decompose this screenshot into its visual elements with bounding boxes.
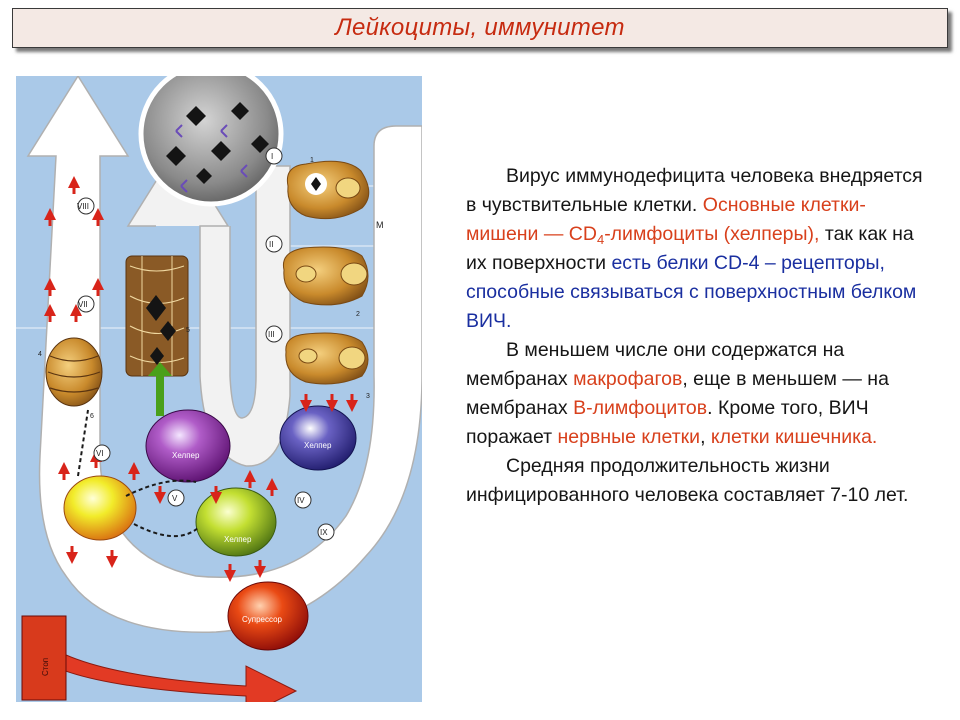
macrophage-cell-stage-1: М xyxy=(286,160,384,230)
helper-label-purple: Хелпер xyxy=(172,451,200,460)
svg-text:I: I xyxy=(271,152,273,161)
svg-text:II: II xyxy=(269,240,273,249)
stage-label-9: IX xyxy=(317,523,335,541)
helper-label-green: Хелпер xyxy=(224,535,252,544)
svg-text:2: 2 xyxy=(356,311,360,318)
stage-label-6: VI xyxy=(93,444,111,462)
infected-cell-column xyxy=(125,255,189,377)
svg-text:3: 3 xyxy=(366,393,370,400)
macrophage-cell-stage-3 xyxy=(285,332,369,385)
stage-label-2: II xyxy=(265,235,283,253)
macrophage-cell-stage-2 xyxy=(282,246,369,306)
svg-text:1: 1 xyxy=(310,157,314,164)
slide-title: Лейкоциты, иммунитет xyxy=(335,14,625,41)
stage-label-4: IV xyxy=(294,491,312,509)
stage-label-8: VIII xyxy=(77,197,95,215)
stop-label: Стоп xyxy=(41,658,50,676)
dotted-flow-arrows xyxy=(77,409,199,538)
stop-box: Стоп xyxy=(21,615,67,701)
svg-text:V: V xyxy=(172,494,178,503)
stage-numerals: I II III IV V VI VII VIII IX xyxy=(77,147,335,541)
suppressor-cell: Супрессор xyxy=(227,581,309,651)
paragraph-3: Средняя продолжительность жизни инфициро… xyxy=(466,455,909,506)
receptor-phrase: есть белки CD-4 – рецепторы, способные с… xyxy=(466,252,917,332)
svg-text:VII: VII xyxy=(78,300,88,309)
hiv-lifecycle-illustration: М Хелпер Хелпер xyxy=(16,76,422,702)
description-text: Вирус иммунодефицита человека внедряется… xyxy=(466,162,936,510)
virus-cluster xyxy=(138,76,284,207)
svg-text:4: 4 xyxy=(38,351,42,358)
slide-title-bar: Лейкоциты, иммунитет xyxy=(12,8,948,48)
svg-text:5: 5 xyxy=(186,327,190,334)
svg-text:IX: IX xyxy=(320,528,328,537)
stage-label-7: VII xyxy=(77,295,95,313)
paragraph-1: Вирус иммунодефицита человека внедряется… xyxy=(466,165,923,332)
helper-cell-green: Хелпер xyxy=(195,487,277,557)
stage-label-3: III xyxy=(265,325,283,343)
svg-text:VI: VI xyxy=(96,449,104,458)
yellow-cell xyxy=(63,475,137,541)
stage-label-1: I xyxy=(265,147,283,165)
paragraph-2: В меньшем числе они содержатся на мембра… xyxy=(466,339,889,448)
suppressor-label: Супрессор xyxy=(242,615,283,624)
svg-text:IV: IV xyxy=(297,496,305,505)
helper-cell-blue: Хелпер xyxy=(279,405,357,471)
svg-text:III: III xyxy=(268,330,275,339)
green-up-arrow xyxy=(148,362,172,416)
striped-cell-stage-7 xyxy=(45,337,103,407)
marker-letter-label: М xyxy=(376,220,384,230)
svg-text:VIII: VIII xyxy=(77,202,89,211)
svg-text:6: 6 xyxy=(90,413,94,420)
small-number-labels: 1 2 3 4 5 6 xyxy=(38,157,370,420)
target-cells-phrase: Основные клетки-мишени — CD4-лимфоциты (… xyxy=(466,194,866,247)
stage-label-5: V xyxy=(167,489,185,507)
helper-label-blue: Хелпер xyxy=(304,441,332,450)
helper-cell-purple: Хелпер xyxy=(145,409,231,483)
